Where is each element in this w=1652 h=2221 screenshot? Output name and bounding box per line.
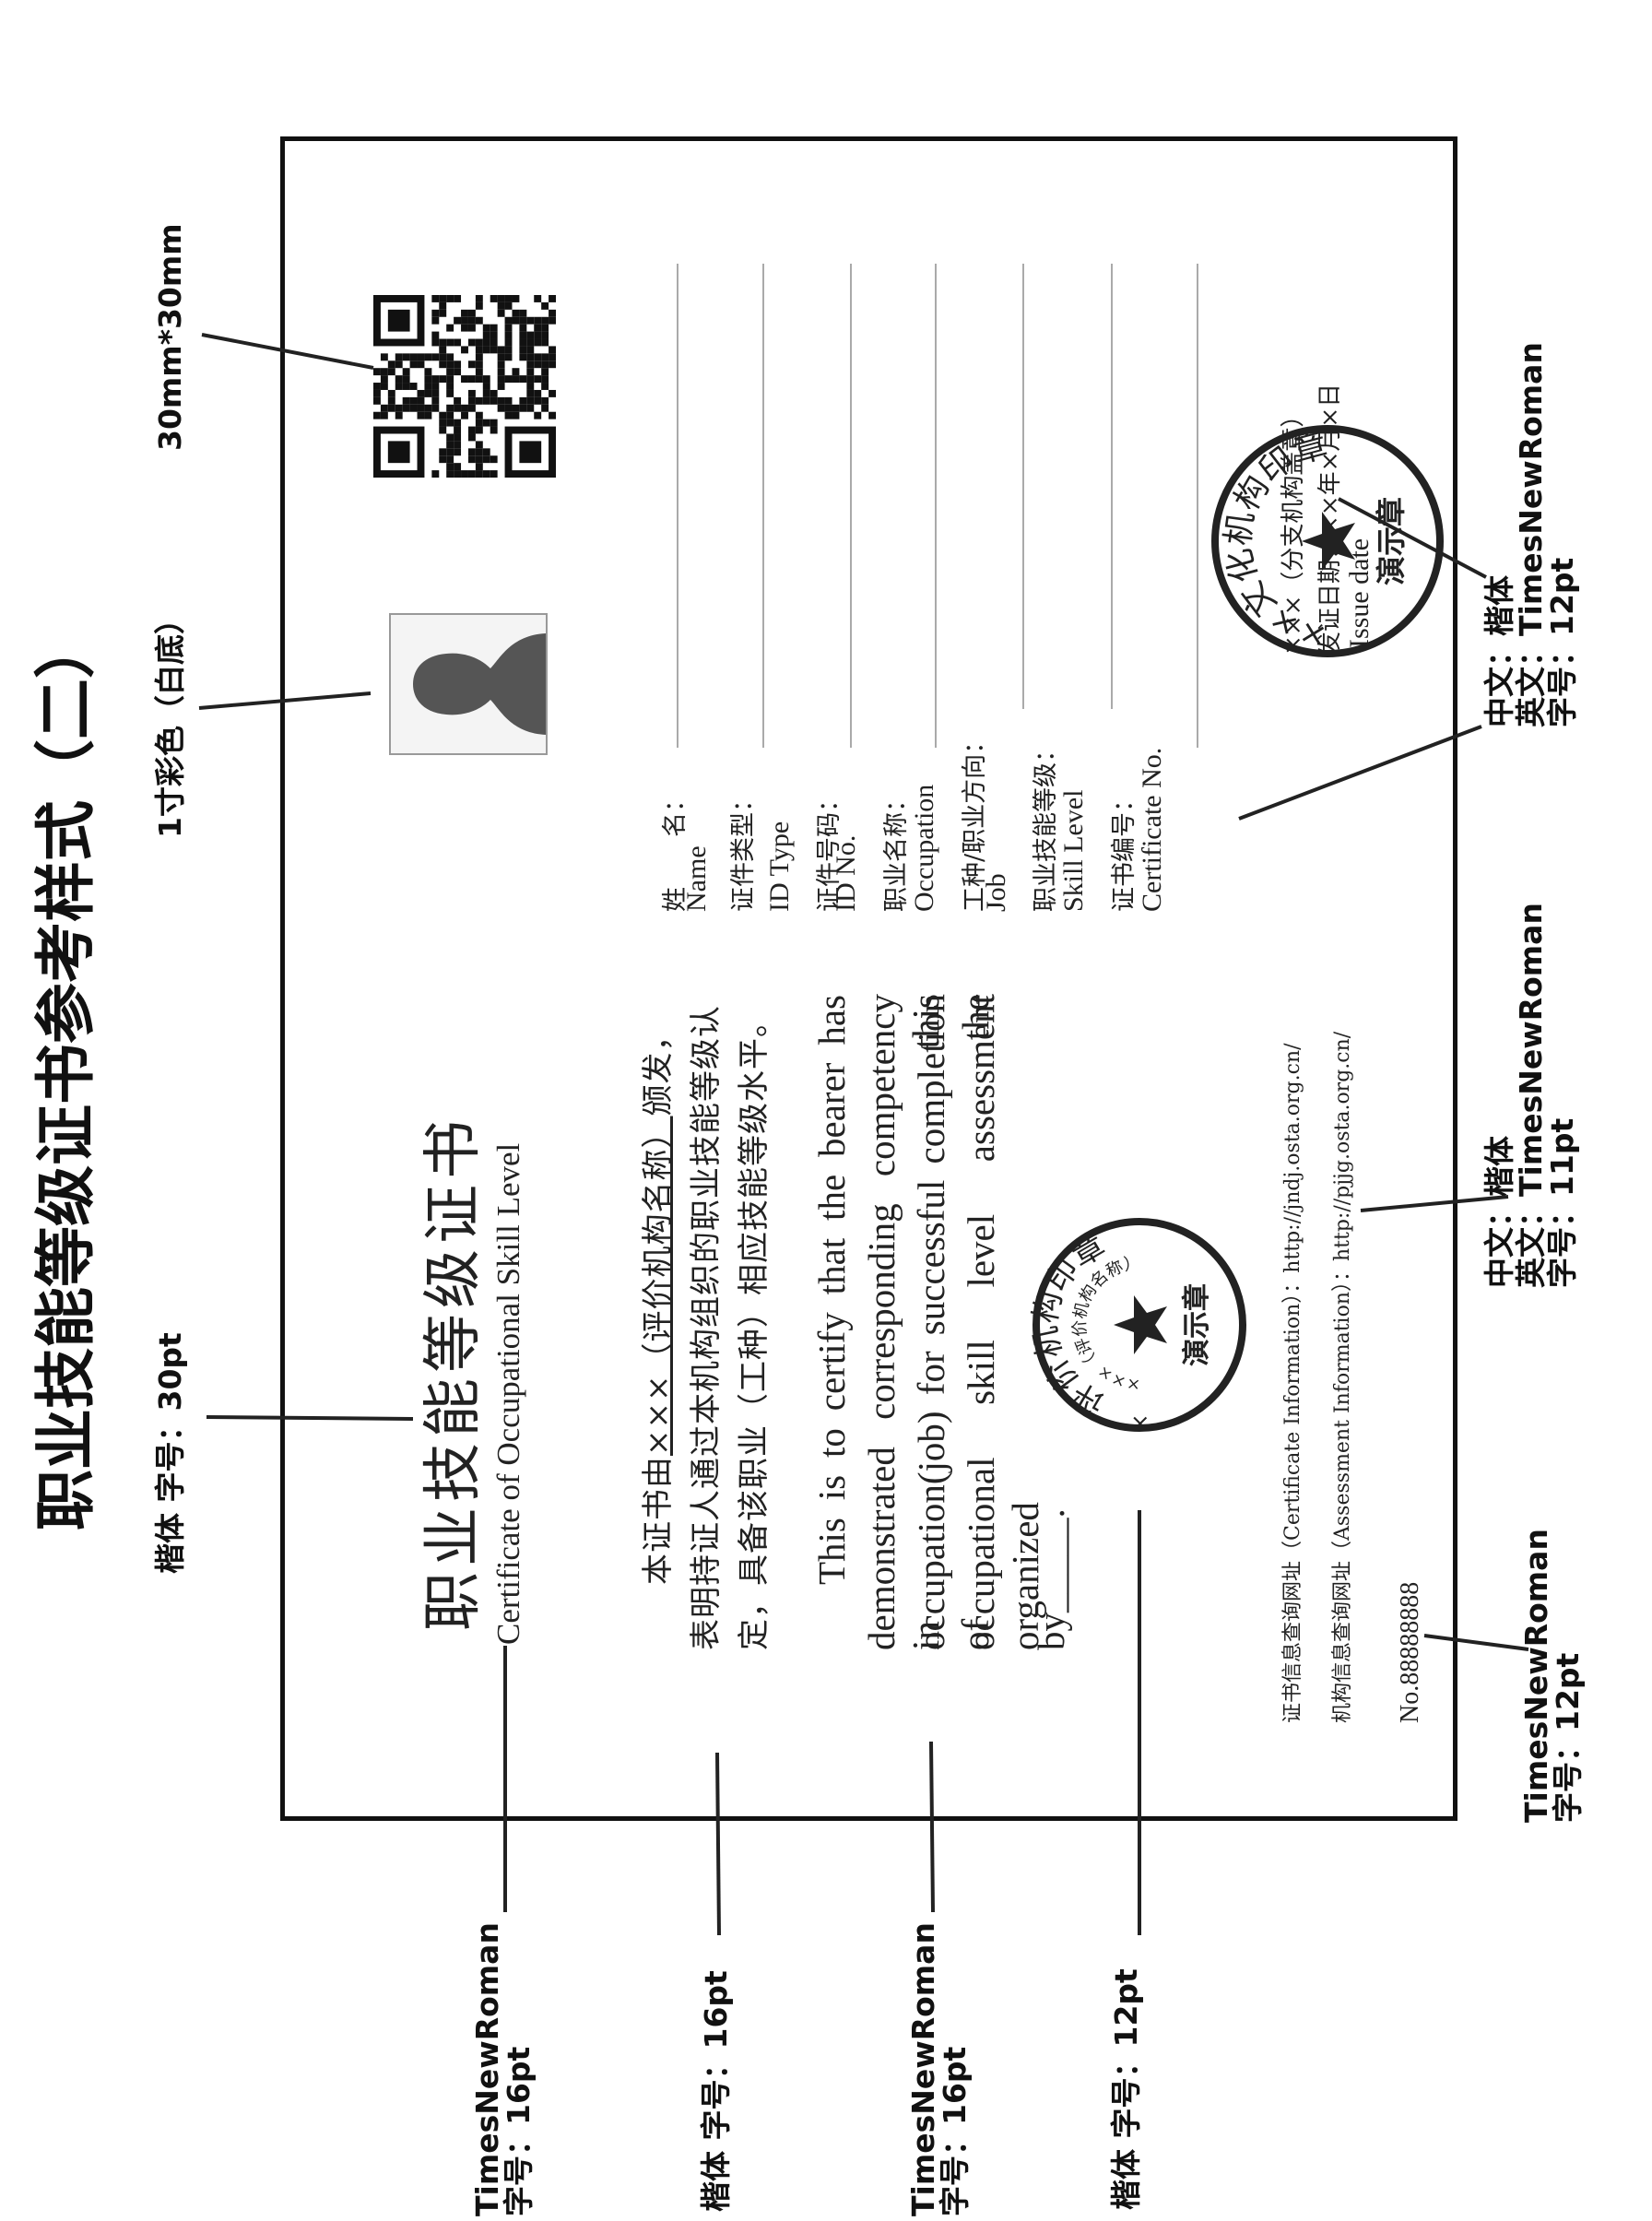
annotation-line: 字号：16pt bbox=[501, 2046, 537, 2216]
field-value-line[interactable] bbox=[762, 264, 764, 748]
annotation-line: TimesNewRoman bbox=[905, 1922, 941, 2216]
annotation-line: TimesNewRoman bbox=[469, 1922, 505, 2216]
document-title: 职业技能等级证书参考样式（二） bbox=[30, 618, 101, 1530]
stamp-top-text: 评价机构印章 bbox=[1029, 1227, 1112, 1423]
text: 本证书由 bbox=[640, 1456, 677, 1585]
annotation-line: TimesNewRoman bbox=[1518, 1529, 1554, 1823]
star-icon bbox=[1114, 1295, 1167, 1354]
field-label-en: ID Type bbox=[764, 821, 795, 912]
branch-stamp: ××文化机构印章 演示章 bbox=[1211, 425, 1444, 657]
annotation-photo: 1寸彩色（白底） bbox=[152, 604, 188, 838]
stamp-bottom-text: 演示章 bbox=[1181, 1283, 1213, 1366]
annotation-stamp-text: 楷体 字号：12pt bbox=[1108, 1968, 1144, 2210]
field-label-en: Skill Level bbox=[1058, 789, 1089, 912]
body-en-line-1: This is to certify that the bearer has bbox=[810, 995, 853, 1585]
annotation-qr-size: 30mm*30mm bbox=[152, 223, 188, 451]
person-silhouette-icon bbox=[413, 633, 546, 735]
certificate-info-url[interactable]: 证书信息查询网址（Certificate Information）：http:/… bbox=[1281, 1043, 1304, 1723]
field-label-cn: 职业技能等级： bbox=[1032, 738, 1060, 912]
body-cn-line-2: 表明持证人通过本机构组织的职业技能等级认 bbox=[688, 1005, 725, 1650]
svg-text:评价机构印章: 评价机构印章 bbox=[1029, 1227, 1112, 1423]
body-en-by: by_____. bbox=[1030, 1508, 1072, 1650]
annotation-line: 英文：TimesNewRoman bbox=[1513, 903, 1549, 1288]
body-cn-line-3: 定，具备该职业（工种）相应技能等级水平。 bbox=[736, 1005, 773, 1650]
certificate-number: No.88888888 bbox=[1396, 1581, 1424, 1723]
qr-code bbox=[373, 295, 556, 478]
field-value-line[interactable] bbox=[850, 264, 852, 748]
field-label-cn: 证书编号： bbox=[1110, 787, 1139, 912]
field-label-en: Occupation bbox=[909, 784, 939, 912]
photo-placeholder bbox=[389, 613, 548, 755]
field-label-en: Name bbox=[681, 845, 712, 912]
annotation-line: 字号：12pt bbox=[1550, 1652, 1586, 1823]
annotation-cn-body: 楷体 字号：16pt bbox=[698, 1970, 734, 2212]
annotation-line: 字号：11pt bbox=[1544, 1117, 1580, 1288]
assessment-org-stamp: 评价机构印章 ×××（评价机构名称） 演示章 bbox=[1029, 1218, 1246, 1432]
stamp-xxx: × bbox=[1127, 1413, 1154, 1434]
field-value-line[interactable] bbox=[677, 264, 678, 748]
assessment-info-url[interactable]: 机构信息查询网址（Assessment Information）：http://… bbox=[1331, 1031, 1354, 1723]
annotation-line: 字号：12pt bbox=[1544, 557, 1580, 727]
annotation-line: 英文：TimesNewRoman bbox=[1513, 342, 1549, 727]
field-value-line[interactable] bbox=[1022, 264, 1024, 709]
annotation-title-font: 楷体 字号：30pt bbox=[152, 1332, 188, 1574]
stamp-bottom-text: 演示章 bbox=[1374, 497, 1409, 585]
field-label-en: Job bbox=[981, 873, 1011, 912]
field-value-line[interactable] bbox=[935, 264, 937, 748]
annotation-line: 中文：楷体 bbox=[1481, 575, 1517, 727]
text: 颁发， bbox=[640, 1019, 677, 1116]
field-label-cn: 职业名称： bbox=[882, 787, 911, 912]
field-label-en: ID No. bbox=[831, 834, 861, 912]
field-label-en: Certificate No. bbox=[1137, 747, 1167, 912]
field-value-line[interactable] bbox=[1197, 264, 1198, 748]
body-cn-line-1: 本证书由×××（评价机构名称）颁发， bbox=[632, 1020, 678, 1585]
field-label-cn: 证件类型： bbox=[729, 787, 758, 912]
certificate-title-cn: 职业技能等级证书 bbox=[419, 1115, 488, 1631]
certificate-title-en: Certificate of Occupational Skill Level bbox=[490, 1142, 526, 1645]
star-icon bbox=[1302, 512, 1355, 571]
field-value-line[interactable] bbox=[1111, 264, 1113, 709]
annotation-line: 中文：楷体 bbox=[1481, 1136, 1517, 1288]
org-name-underlined: ×××（评价机构名称） bbox=[640, 1116, 677, 1456]
annotation-line: 字号：16pt bbox=[937, 2046, 973, 2216]
